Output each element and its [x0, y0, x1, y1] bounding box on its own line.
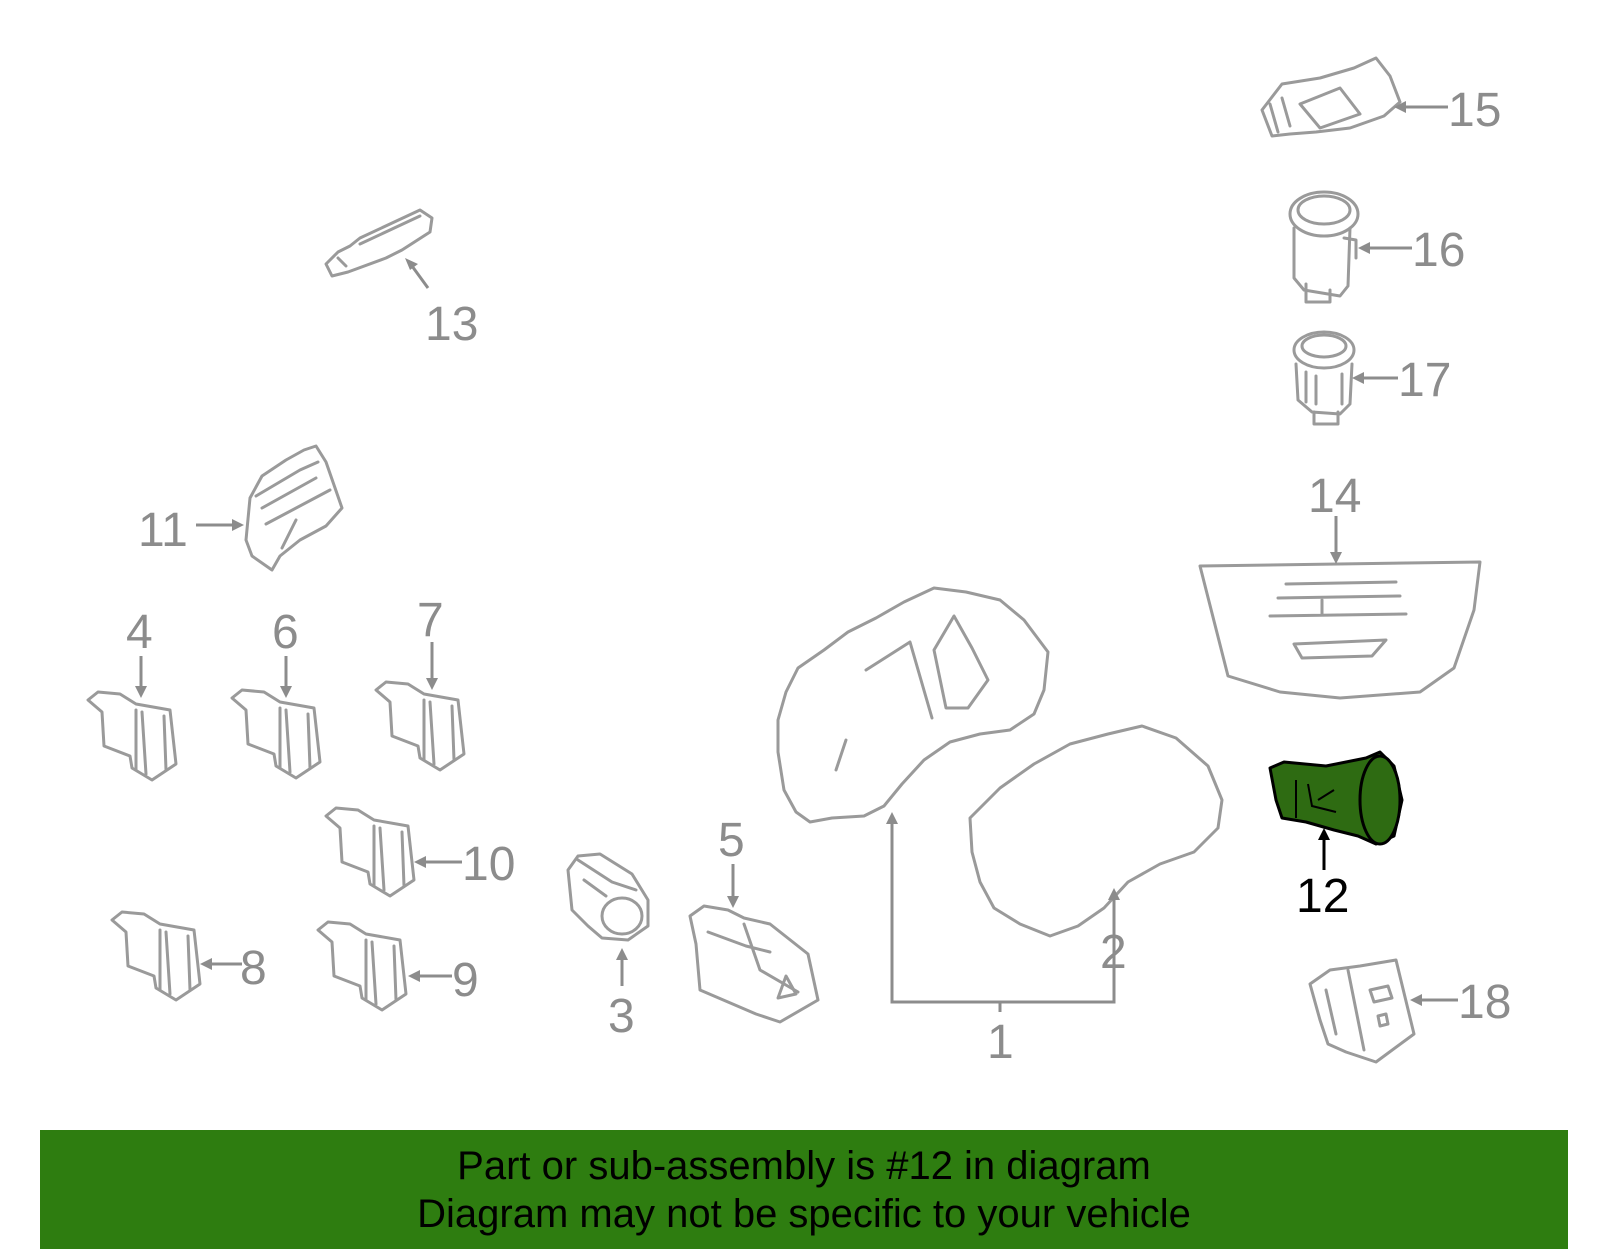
part-16-drawing — [1288, 190, 1360, 304]
part-8-drawing — [110, 910, 202, 1002]
part-4-drawing — [86, 690, 178, 782]
callout-1[interactable]: 1 — [987, 1016, 1014, 1069]
arrow-13 — [405, 258, 430, 289]
callout-7[interactable]: 7 — [417, 594, 444, 647]
callout-3[interactable]: 3 — [608, 990, 635, 1043]
arrow-14 — [1330, 516, 1342, 564]
part-14-drawing — [1198, 560, 1482, 700]
part-18-drawing — [1308, 958, 1416, 1064]
arrow-4 — [135, 656, 147, 698]
callout-11[interactable]: 11 — [138, 504, 188, 557]
part-5-drawing — [688, 904, 820, 1024]
part-10-drawing — [324, 806, 416, 898]
callout-13[interactable]: 13 — [425, 298, 478, 351]
callout-6[interactable]: 6 — [272, 606, 299, 659]
arrow-17 — [1352, 372, 1398, 384]
notice-banner: Part or sub-assembly is #12 in diagram D… — [40, 1130, 1568, 1249]
callout-16[interactable]: 16 — [1412, 224, 1465, 277]
part-6-drawing — [230, 688, 322, 780]
callout-4[interactable]: 4 — [126, 606, 153, 659]
arrow-15 — [1394, 101, 1448, 113]
banner-line-2: Diagram may not be specific to your vehi… — [417, 1192, 1191, 1236]
part-11-drawing — [244, 444, 344, 572]
part-9-drawing — [316, 920, 408, 1012]
arrow-16 — [1358, 242, 1412, 254]
part-17-drawing — [1292, 330, 1356, 426]
arrow-18 — [1410, 994, 1458, 1006]
banner-line-1: Part or sub-assembly is #12 in diagram — [457, 1144, 1151, 1188]
callout-8[interactable]: 8 — [240, 942, 267, 995]
callout-14[interactable]: 14 — [1308, 470, 1361, 523]
part-3-drawing — [566, 852, 650, 942]
callout-5[interactable]: 5 — [718, 814, 745, 867]
callout-12[interactable]: 12 — [1296, 870, 1349, 923]
callout-15[interactable]: 15 — [1448, 84, 1501, 137]
arrow-3 — [616, 948, 628, 986]
arrow-9 — [408, 970, 452, 982]
part-13-drawing — [324, 208, 434, 278]
arrow-6 — [280, 656, 292, 698]
arrow-10 — [414, 856, 462, 868]
part-1-drawing — [776, 586, 1050, 824]
part-15-drawing — [1260, 56, 1402, 138]
arrow-8 — [200, 958, 242, 970]
arrow-5 — [727, 864, 739, 908]
callout-10[interactable]: 10 — [462, 838, 515, 891]
arrow-11 — [196, 519, 244, 531]
callout-18[interactable]: 18 — [1458, 976, 1511, 1029]
callout-9[interactable]: 9 — [452, 954, 479, 1007]
arrow-12 — [1318, 828, 1330, 870]
callout-2[interactable]: 2 — [1100, 926, 1127, 979]
part-2-drawing — [968, 724, 1224, 938]
part-7-drawing — [374, 680, 466, 772]
callout-17[interactable]: 17 — [1398, 354, 1451, 407]
part-12-drawing — [1268, 750, 1404, 846]
bracket-1 — [886, 812, 1120, 1012]
arrow-7 — [426, 642, 438, 690]
